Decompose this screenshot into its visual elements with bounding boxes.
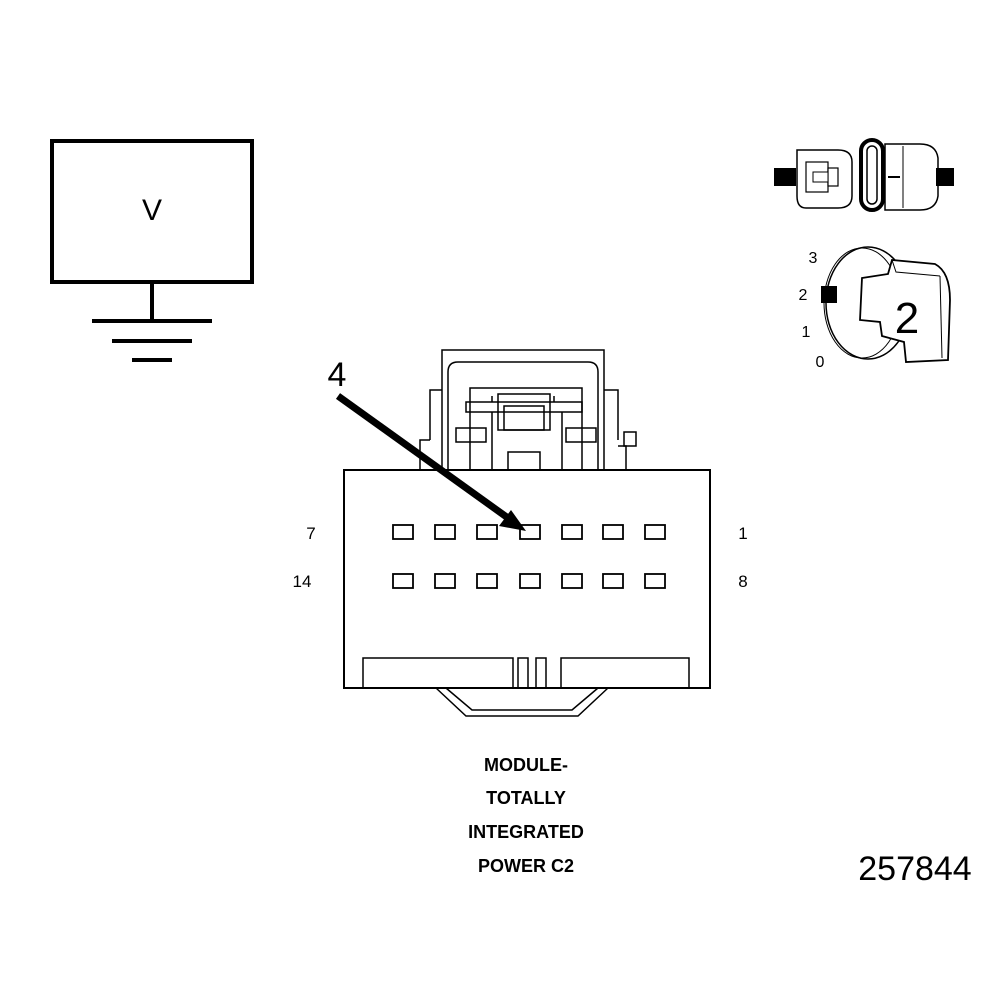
connector-caption: MODULE- TOTALLY INTEGRATED POWER C2 <box>468 755 584 876</box>
pin-row-top <box>392 524 666 540</box>
pin-cavity-9 <box>602 573 624 589</box>
arrow-shaft <box>335 393 511 521</box>
caption-line-4: POWER C2 <box>478 856 574 876</box>
row-label-bottom-left: 14 <box>293 572 312 591</box>
connector-c2: 7 1 14 8 <box>293 349 748 717</box>
caption-line-3: INTEGRATED <box>468 822 584 842</box>
row-label-top-right: 1 <box>738 524 747 543</box>
disconnected-connector-icon <box>774 138 954 212</box>
pin-cavity-10 <box>561 573 583 589</box>
key-icon <box>859 259 951 363</box>
selected-position-marker <box>821 286 837 303</box>
ground-icon <box>92 282 212 362</box>
connector-key-rail <box>362 657 690 717</box>
caption-line-2: TOTALLY <box>486 788 566 808</box>
pointer-pin-number: 4 <box>328 356 347 394</box>
ignition-position-0: 0 <box>816 354 825 371</box>
pin-cavity-3 <box>561 524 583 540</box>
pin-cavity-1 <box>644 524 666 540</box>
pin-cavity-13 <box>434 573 456 589</box>
pin-cavity-6 <box>434 524 456 540</box>
row-label-top-left: 7 <box>306 524 315 543</box>
row-label-bottom-right: 8 <box>738 572 747 591</box>
pin-cavity-12 <box>476 573 498 589</box>
ignition-position-2: 2 <box>799 287 808 304</box>
pin-cavity-14 <box>392 573 414 589</box>
pin-cavity-8 <box>644 573 666 589</box>
figure-id: 257844 <box>858 850 971 888</box>
pin-cavity-2 <box>602 524 624 540</box>
pin-cavity-5 <box>476 524 498 540</box>
ignition-position-1: 1 <box>802 324 811 341</box>
key-position-label: 2 <box>895 294 919 343</box>
pin-pointer: 4 <box>328 356 526 531</box>
pin-cavity-7 <box>392 524 414 540</box>
connector-latch <box>419 349 637 470</box>
voltmeter-symbol: V <box>142 194 162 227</box>
pin-cavity-11 <box>519 573 541 589</box>
caption-line-1: MODULE- <box>484 755 568 775</box>
ignition-switch: 3 2 1 0 2 <box>799 246 951 371</box>
voltmeter: V <box>50 139 254 362</box>
ignition-position-3: 3 <box>809 250 818 267</box>
pin-row-bottom <box>392 573 666 589</box>
arrow-head-icon <box>499 510 526 531</box>
pin-cavity-4 <box>519 524 541 540</box>
